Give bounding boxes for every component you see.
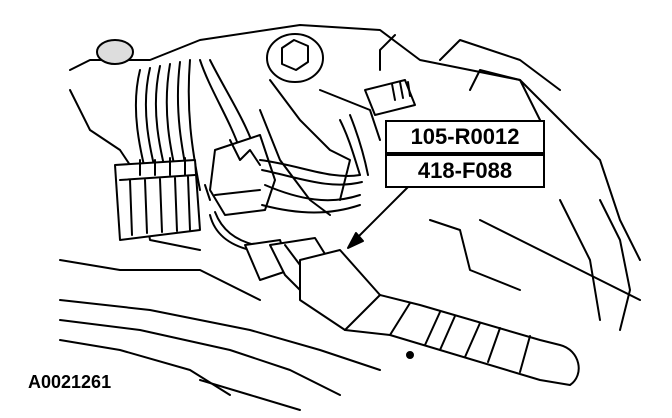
mounting-bracket bbox=[259, 79, 381, 216]
small-connector-top bbox=[364, 34, 416, 116]
callout-leader bbox=[347, 184, 411, 249]
wire-harness-middle bbox=[259, 114, 369, 214]
mating-connector-middle bbox=[204, 134, 276, 216]
part-number-callout: 418-F088 bbox=[385, 154, 545, 188]
tool-number-callout: 105-R0012 bbox=[385, 120, 545, 154]
bolt-head bbox=[96, 33, 324, 83]
engine-bay-panels bbox=[59, 24, 641, 411]
sensor-probe bbox=[299, 249, 580, 386]
multi-pin-connector-left bbox=[114, 157, 201, 241]
figure-id-label: A0021261 bbox=[28, 372, 112, 392]
